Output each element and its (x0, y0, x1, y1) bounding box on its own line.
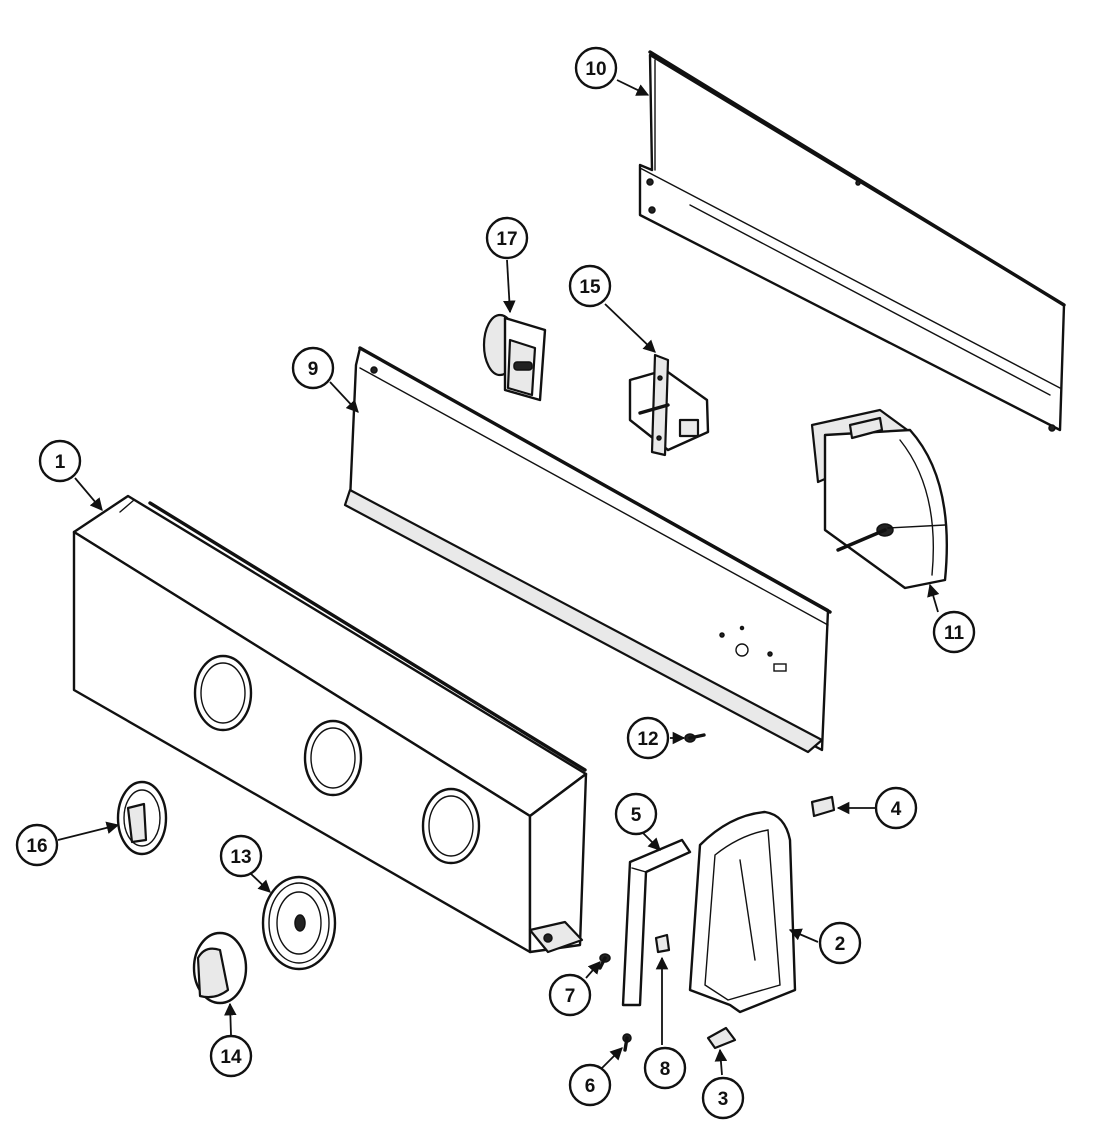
part-11-shaft-assembly (810, 408, 948, 590)
part-5-trim-strip (621, 838, 692, 1007)
callout-14: 14 (209, 1034, 253, 1078)
callout-7: 7 (548, 973, 592, 1017)
callout-15-label: 15 (579, 277, 601, 298)
callout-3: 3 (701, 1076, 745, 1120)
callout-5-label: 5 (631, 805, 642, 826)
callout-11-label: 11 (944, 623, 965, 644)
callout-4: 4 (874, 786, 918, 830)
callout-10: 10 (574, 46, 618, 90)
callout-3-label: 3 (718, 1089, 729, 1110)
part-14-knob (192, 931, 248, 1005)
part-12-screw (684, 733, 706, 743)
callout-15: 15 (568, 264, 612, 308)
callout-16: 16 (15, 823, 59, 867)
callout-11: 11 (932, 610, 976, 654)
leader-lines (57, 79, 940, 1076)
part-3-clip (706, 1026, 737, 1050)
part-16-knob (116, 780, 168, 856)
callout-9: 9 (291, 346, 335, 390)
callout-6: 6 (568, 1063, 612, 1107)
part-13-dial (261, 875, 337, 971)
callout-13: 13 (219, 834, 263, 878)
callout-14-label: 14 (220, 1047, 242, 1068)
part-7-screw (598, 953, 611, 970)
callout-1: 1 (38, 439, 82, 483)
callout-2: 2 (818, 921, 862, 965)
callout-16-label: 16 (26, 836, 47, 857)
callout-1-label: 1 (55, 452, 66, 473)
part-2-end-cap (688, 810, 797, 1014)
callout-9-label: 9 (308, 359, 319, 380)
callout-5: 5 (614, 792, 658, 836)
callout-12: 12 (626, 716, 670, 760)
part-15-timer (628, 353, 710, 457)
callout-12-label: 12 (637, 729, 658, 750)
callout-13-label: 13 (230, 847, 251, 868)
part-4-clip (810, 795, 836, 818)
part-9-control-panel (343, 346, 832, 754)
callout-2-label: 2 (835, 934, 846, 955)
callout-4-label: 4 (891, 799, 902, 820)
callout-17-label: 17 (496, 229, 517, 250)
part-8-clip (654, 933, 671, 954)
callout-7-label: 7 (565, 986, 576, 1007)
callout-17: 17 (485, 216, 529, 260)
part-1-console-body (72, 494, 588, 954)
callout-8: 8 (643, 1046, 687, 1090)
part-6-screw (622, 1033, 632, 1052)
part-17-switch (482, 313, 547, 402)
callout-6-label: 6 (585, 1076, 596, 1097)
part-10-rear-panel (638, 50, 1066, 432)
callout-8-label: 8 (660, 1059, 671, 1080)
callout-10-label: 10 (585, 59, 606, 80)
